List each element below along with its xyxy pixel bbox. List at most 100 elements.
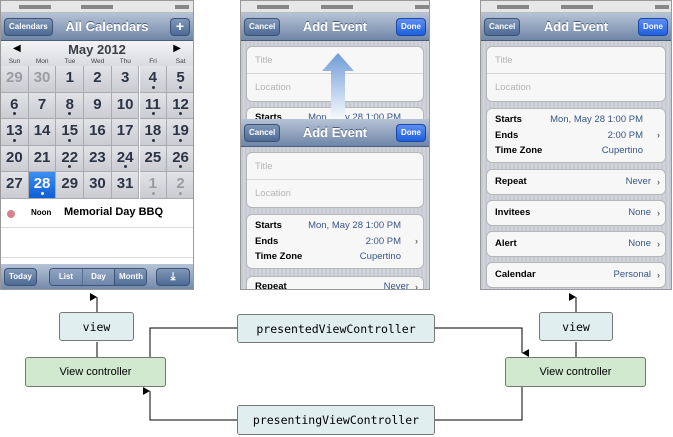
calendar-day[interactable]: 29	[1, 66, 29, 93]
alert-label: Alert	[495, 238, 517, 249]
event-dot	[13, 112, 16, 116]
next-month-icon[interactable]: ▶	[173, 43, 181, 54]
view-label: view	[82, 319, 111, 334]
invitees-label: Invitees	[495, 207, 531, 218]
day-number: 10	[116, 95, 134, 113]
status-bar	[1, 1, 193, 13]
calendar-day[interactable]: 1	[139, 172, 168, 199]
calendar-day[interactable]: 4	[139, 66, 168, 93]
day-number: 19	[172, 122, 189, 140]
calendar-day[interactable]: 30	[84, 172, 112, 199]
day-number: 27	[6, 175, 23, 193]
day-number: 18	[144, 122, 162, 140]
view-controller-label: View controller	[59, 366, 132, 378]
calendar-day[interactable]: 8	[56, 92, 85, 120]
weekday-label: Mon	[35, 58, 49, 65]
repeat-label: Repeat	[255, 281, 287, 290]
calendar-day[interactable]: 3	[111, 66, 140, 93]
calendar-day[interactable]: 15	[56, 119, 85, 146]
status-bar	[481, 1, 671, 13]
view-box-left: view	[59, 312, 134, 341]
repeat-label: Repeat	[495, 176, 527, 187]
event-dot	[179, 191, 183, 195]
calendar-day[interactable]: 1	[56, 66, 85, 93]
calendar-day[interactable]: 26	[167, 145, 193, 173]
view-label: view	[562, 319, 590, 334]
calendars-button[interactable]: Calendars	[4, 18, 53, 36]
calendar-day[interactable]: 5	[167, 66, 193, 93]
day-number: 5	[176, 69, 185, 86]
calendar-day[interactable]: 13	[1, 119, 29, 146]
cancel-button[interactable]: Cancel	[244, 124, 281, 142]
calendar-day[interactable]: 31	[111, 172, 140, 199]
day-number: 29	[61, 175, 79, 193]
segment-list[interactable]: List	[50, 269, 82, 285]
title-field[interactable]: Title	[247, 153, 423, 180]
calendar-day[interactable]: 2	[167, 172, 193, 199]
segment-day[interactable]: Day	[82, 269, 114, 285]
event-row[interactable]: Noon Memorial Day BBQ	[1, 201, 193, 228]
calendar-day-selected[interactable]: 28	[28, 172, 57, 199]
calendar-day[interactable]: 14	[28, 119, 57, 146]
calendar-day[interactable]: 10	[111, 92, 140, 120]
month-header: ◀ May 2012 ▶	[1, 41, 193, 66]
calendar-day[interactable]: 11	[139, 92, 168, 120]
calendar-day[interactable]: 24	[111, 145, 140, 173]
day-number: 1	[148, 175, 158, 193]
event-dot	[68, 138, 72, 142]
chevron-right-icon: ›	[657, 129, 660, 140]
location-field[interactable]: Location	[495, 82, 531, 93]
calendar-day[interactable]: 16	[84, 119, 112, 146]
repeat-value: Never	[625, 176, 651, 187]
presenting-vc-box: presentingViewController	[237, 405, 435, 435]
calendar-day[interactable]: 7	[28, 92, 57, 120]
location-field[interactable]: Location	[255, 188, 291, 199]
cancel-button[interactable]: Cancel	[484, 18, 521, 36]
day-number: 22	[61, 148, 79, 166]
calendar-day[interactable]: 20	[1, 145, 29, 173]
done-button[interactable]: Done	[396, 124, 426, 142]
segment-month[interactable]: Month	[114, 269, 146, 285]
calendar-day[interactable]: 9	[84, 92, 112, 120]
done-button[interactable]: Done	[396, 18, 426, 36]
calendar-day[interactable]: 17	[111, 119, 140, 146]
event-dot	[179, 138, 183, 142]
calendar-day[interactable]: 27	[1, 172, 29, 199]
prev-month-icon[interactable]: ◀	[13, 43, 21, 54]
calendar-day[interactable]: 12	[167, 92, 193, 120]
day-number: 24	[116, 148, 134, 166]
title-field[interactable]: Title	[487, 47, 665, 74]
calendar-day[interactable]: 30	[28, 66, 57, 93]
calendar-day[interactable]: 6	[1, 92, 29, 120]
calendar-day[interactable]: 21	[28, 145, 57, 173]
calendar-day[interactable]: 19	[167, 119, 193, 146]
add-button[interactable]: +	[170, 18, 190, 36]
calendar-day[interactable]: 29	[56, 172, 85, 199]
calendar-day[interactable]: 23	[84, 145, 112, 173]
download-tray-icon[interactable]: ⤓	[156, 268, 190, 286]
today-button[interactable]: Today	[4, 268, 37, 286]
calendar-day[interactable]: 25	[139, 145, 168, 173]
weekday-label: Sat	[175, 58, 186, 65]
timezone-value: Cupertino	[359, 251, 401, 262]
calendar-day[interactable]: 22	[56, 145, 85, 173]
calendar-day[interactable]: 18	[139, 119, 168, 146]
day-number: 2	[176, 175, 185, 193]
day-number: 9	[93, 95, 102, 113]
day-number: 30	[89, 175, 106, 193]
calendar-value: Personal	[613, 269, 652, 280]
location-field[interactable]: Location	[255, 82, 291, 93]
event-dot	[179, 112, 183, 116]
calendar-day[interactable]: 2	[84, 66, 112, 93]
day-number: 1	[65, 69, 74, 86]
done-button[interactable]: Done	[638, 18, 668, 36]
cancel-button[interactable]: Cancel	[244, 18, 281, 36]
